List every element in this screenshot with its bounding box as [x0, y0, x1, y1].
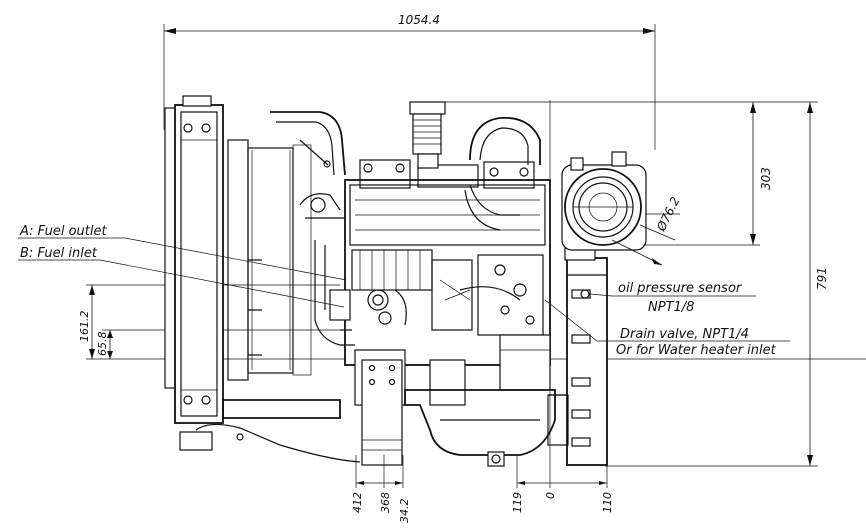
callout-fuel-outlet: A: Fuel outlet [18, 224, 347, 281]
bottom-offset-0: 0 [544, 492, 557, 499]
dimension-bottom-offsets: 412 368 34.2 119 0 110 [351, 100, 614, 523]
bottom-offset-34-2: 34.2 [398, 499, 411, 524]
fuel-outlet-label: A: Fuel outlet [19, 224, 107, 239]
drain-valve-label-line1: Drain valve, NPT1/4 [620, 327, 749, 342]
overall-length-value: 1054.4 [398, 13, 440, 27]
overall-height-value: 791 [815, 267, 829, 290]
dimension-overall-length: 1054.4 [163, 13, 656, 150]
air-filter [561, 151, 680, 251]
bottom-offset-110: 110 [601, 492, 614, 513]
callout-oil-pressure-sensor: oil pressure sensor NPT1/8 [580, 281, 756, 315]
left-height-1-value: 161.2 [78, 311, 91, 343]
bottom-offset-412: 412 [351, 492, 364, 513]
height-top-value: 303 [759, 167, 773, 190]
bottom-offset-368: 368 [379, 492, 392, 513]
callout-drain-valve: Drain valve, NPT1/4 Or for Water heater … [544, 299, 790, 358]
dimension-right-heights: 303 791 [410, 101, 829, 467]
air-filter-diameter-value: Ø76.2 [654, 195, 683, 235]
bottom-offset-119: 119 [511, 492, 524, 513]
fuel-inlet-label: B: Fuel inlet [20, 246, 98, 261]
engine-body [164, 95, 680, 467]
drain-valve-label-line2: Or for Water heater inlet [616, 343, 777, 358]
oil-sensor-label-line2: NPT1/8 [648, 300, 694, 315]
left-height-2-value: 65.8 [96, 332, 109, 357]
oil-sensor-label-line1: oil pressure sensor [618, 281, 743, 296]
callout-fuel-inlet: B: Fuel inlet [18, 246, 345, 308]
